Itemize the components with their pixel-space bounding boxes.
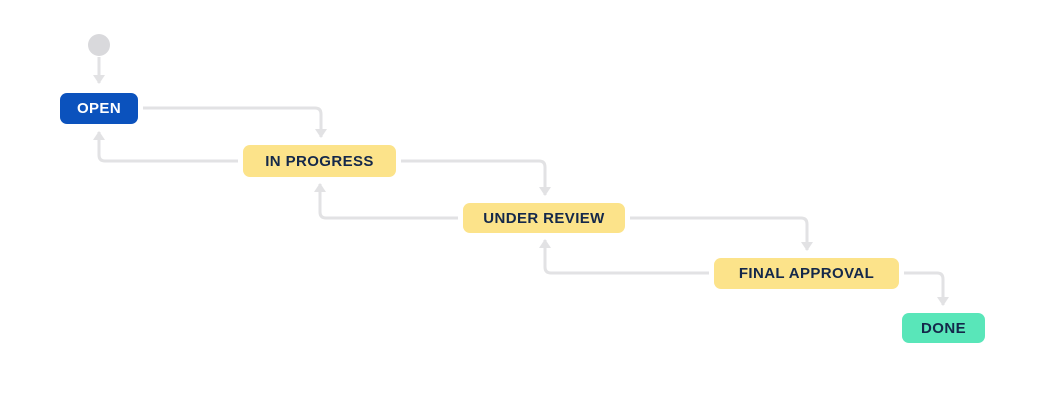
status-under-review[interactable]: UNDER REVIEW — [463, 203, 625, 233]
transition-under-review-to-in-progress — [314, 183, 458, 220]
transition-final-approval-to-done — [904, 271, 949, 306]
status-open-label: OPEN — [76, 100, 122, 117]
status-open[interactable]: OPEN — [60, 93, 138, 124]
status-in-progress-label: IN PROGRESS — [265, 152, 374, 170]
transition-in-progress-to-open — [93, 131, 238, 163]
status-final-approval[interactable]: FINAL APPROVAL — [714, 258, 899, 289]
transition-in-progress-to-under-review — [401, 159, 551, 196]
status-under-review-label: UNDER REVIEW — [483, 209, 605, 227]
status-final-approval-label: FINAL APPROVAL — [738, 265, 875, 282]
status-done-label: DONE — [921, 319, 966, 337]
transition-final-approval-to-under-review — [539, 239, 709, 275]
transition-open-to-in-progress — [143, 106, 327, 138]
transition-under-review-to-final-approval — [630, 216, 813, 251]
status-done[interactable]: DONE — [902, 313, 985, 343]
status-in-progress[interactable]: IN PROGRESS — [243, 145, 396, 177]
start-node — [88, 34, 110, 56]
